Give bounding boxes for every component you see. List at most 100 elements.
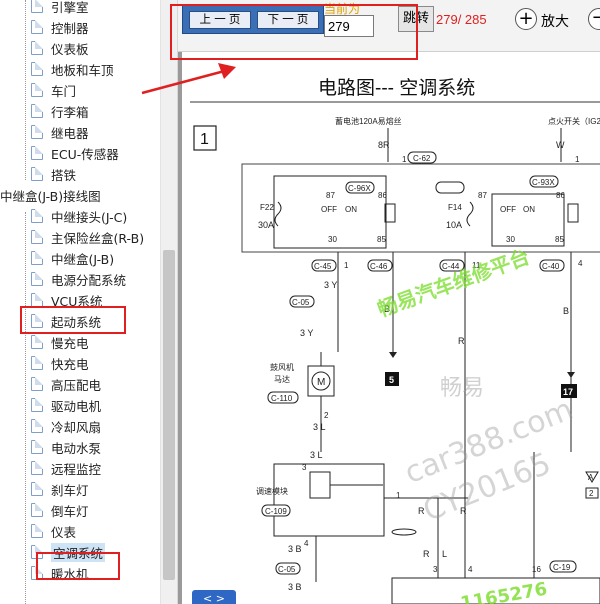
blower-label-2: 马达 (274, 374, 290, 384)
module-label: 调速模块 (256, 486, 288, 496)
sidebar-item[interactable]: 中继盒(J-B)接线图 (0, 185, 101, 205)
sidebar-item-label: 中继盒(J-B) (51, 251, 115, 267)
scrollbar-thumb[interactable] (163, 250, 175, 580)
relay-right-on: ON (523, 205, 535, 214)
conn-c62: C-62 (413, 154, 431, 163)
document-icon (31, 20, 43, 34)
sidebar-item[interactable]: 中继盒(J-B) (31, 248, 114, 268)
sidebar-item[interactable]: 车门 (31, 80, 76, 100)
sidebar-item-label: 慢充电 (51, 335, 89, 351)
sidebar-item[interactable]: 慢充电 (31, 332, 89, 352)
triangle-2: 2 (589, 489, 594, 498)
wire-r-a: R (458, 336, 465, 346)
wire-w: W (556, 140, 565, 150)
conn-c05: C-05 (292, 298, 310, 307)
sidebar-item-label: 地板和车顶 (51, 62, 114, 78)
sidebar-item-label: ECU-传感器 (51, 146, 119, 162)
sidebar-item-label: 远程监控 (51, 461, 102, 477)
page-number-input[interactable] (324, 15, 374, 37)
document-icon (31, 146, 43, 160)
sidebar-item-label: 暖水机 (51, 566, 89, 582)
pin-1: 1 (344, 261, 349, 270)
fuse-f22: F22 (260, 203, 274, 212)
zoom-out-icon[interactable]: − (588, 8, 600, 30)
pin-1a: 1 (402, 155, 407, 164)
conn-c46: C-46 (370, 262, 388, 271)
sidebar-item[interactable]: 远程监控 (31, 458, 101, 478)
document-icon (31, 377, 43, 391)
document-viewer[interactable]: 电路图--- 空调系统 1 蓄电池120A易熔丝 点火开关（IG2 8R W 1… (178, 52, 600, 604)
sidebar-item[interactable]: 空调系统 (31, 542, 106, 562)
conn-c40: C-40 (542, 262, 560, 271)
fuse-f14: F14 (448, 203, 462, 212)
page-nav-button[interactable]: < > (192, 590, 236, 604)
sidebar-item-label: 控制器 (51, 20, 89, 36)
next-page-button[interactable]: 下 一 页 (257, 11, 319, 29)
document-icon (31, 419, 43, 433)
document-icon (31, 293, 43, 307)
sidebar-item[interactable]: 电动水泵 (31, 437, 101, 457)
wire-l: L (442, 549, 447, 559)
sidebar-item[interactable]: 中继接头(J-C) (31, 206, 127, 226)
document-icon (31, 524, 43, 538)
sidebar-item[interactable]: 引擎室 (31, 0, 89, 16)
document-icon (31, 209, 43, 223)
sidebar-item[interactable]: ECU-传感器 (31, 143, 119, 163)
sidebar-item-label: 主保险丝盒(R-B) (51, 230, 145, 246)
wire-3y-b: 3 Y (300, 328, 313, 338)
sidebar-item-label: 行李箱 (51, 104, 89, 120)
sidebar-item[interactable]: 暖水机 (31, 563, 89, 583)
conn-c44: C-44 (442, 262, 460, 271)
pin-30a: 30 (328, 235, 337, 244)
sidebar-item-label: 中继接头(J-C) (51, 209, 128, 225)
wire-r-c: R (460, 506, 467, 516)
pin-2: 2 (324, 411, 329, 420)
wire-b-b: B (563, 306, 569, 316)
sidebar-item[interactable]: 控制器 (31, 17, 89, 37)
sidebar-item[interactable]: 快充电 (31, 353, 89, 373)
document-icon (31, 83, 43, 97)
sidebar-item[interactable]: 仪表 (31, 521, 76, 541)
sidebar-item-label: 起动系统 (51, 314, 102, 330)
conn-c05b: C-05 (278, 565, 296, 574)
prev-page-button[interactable]: 上 一 页 (189, 11, 251, 29)
pin-16: 16 (532, 565, 541, 574)
sidebar-item[interactable]: 行李箱 (31, 101, 89, 121)
sidebar-item[interactable]: 搭铁 (31, 164, 76, 184)
document-icon (31, 482, 43, 496)
sidebar-item[interactable]: 电源分配系统 (31, 269, 126, 289)
pin-87a: 87 (326, 191, 335, 200)
sidebar-scrollbar[interactable] (160, 0, 177, 604)
sidebar-item[interactable]: 驱动电机 (31, 395, 101, 415)
wire-r-d: R (423, 549, 430, 559)
pin-86a: 86 (378, 191, 387, 200)
sidebar-item-label: 中继盒(J-B)接线图 (0, 188, 101, 204)
pin-30b: 30 (506, 235, 515, 244)
sidebar-item[interactable]: VCU系统 (31, 290, 102, 310)
sidebar-item[interactable]: 高压配电 (31, 374, 101, 394)
conn-c109: C-109 (265, 507, 287, 516)
sidebar-item-label: 仪表板 (51, 41, 89, 57)
zoom-in-icon[interactable]: + (515, 8, 537, 30)
sidebar-item[interactable]: 地板和车顶 (31, 59, 114, 79)
fuse-f22-amp: 30A (258, 220, 274, 230)
sidebar-item-label: 快充电 (51, 356, 89, 372)
sidebar-item[interactable]: 起动系统 (31, 311, 101, 331)
sidebar-item[interactable]: 刹车灯 (31, 479, 89, 499)
sidebar-item[interactable]: 继电器 (31, 122, 89, 142)
jump-button[interactable]: 跳转 (398, 6, 434, 32)
sidebar-item[interactable]: 倒车灯 (31, 500, 89, 520)
blower-label-1: 鼓风机 (270, 362, 294, 372)
conn-c96x: C-96X (348, 184, 371, 193)
pin-3: 3 (302, 463, 307, 472)
sidebar-item-label: 高压配电 (51, 377, 102, 393)
document-icon (31, 356, 43, 370)
sidebar-item[interactable]: 冷却风扇 (31, 416, 101, 436)
document-icon (31, 566, 43, 580)
sidebar-item[interactable]: 主保险丝盒(R-B) (31, 227, 144, 247)
zoom-in-label[interactable]: 放大 (541, 14, 569, 30)
sidebar-item[interactable]: 仪表板 (31, 38, 89, 58)
diagram-title: 电路图--- 空调系统 (318, 77, 475, 99)
tree-guide-line (25, 212, 26, 604)
